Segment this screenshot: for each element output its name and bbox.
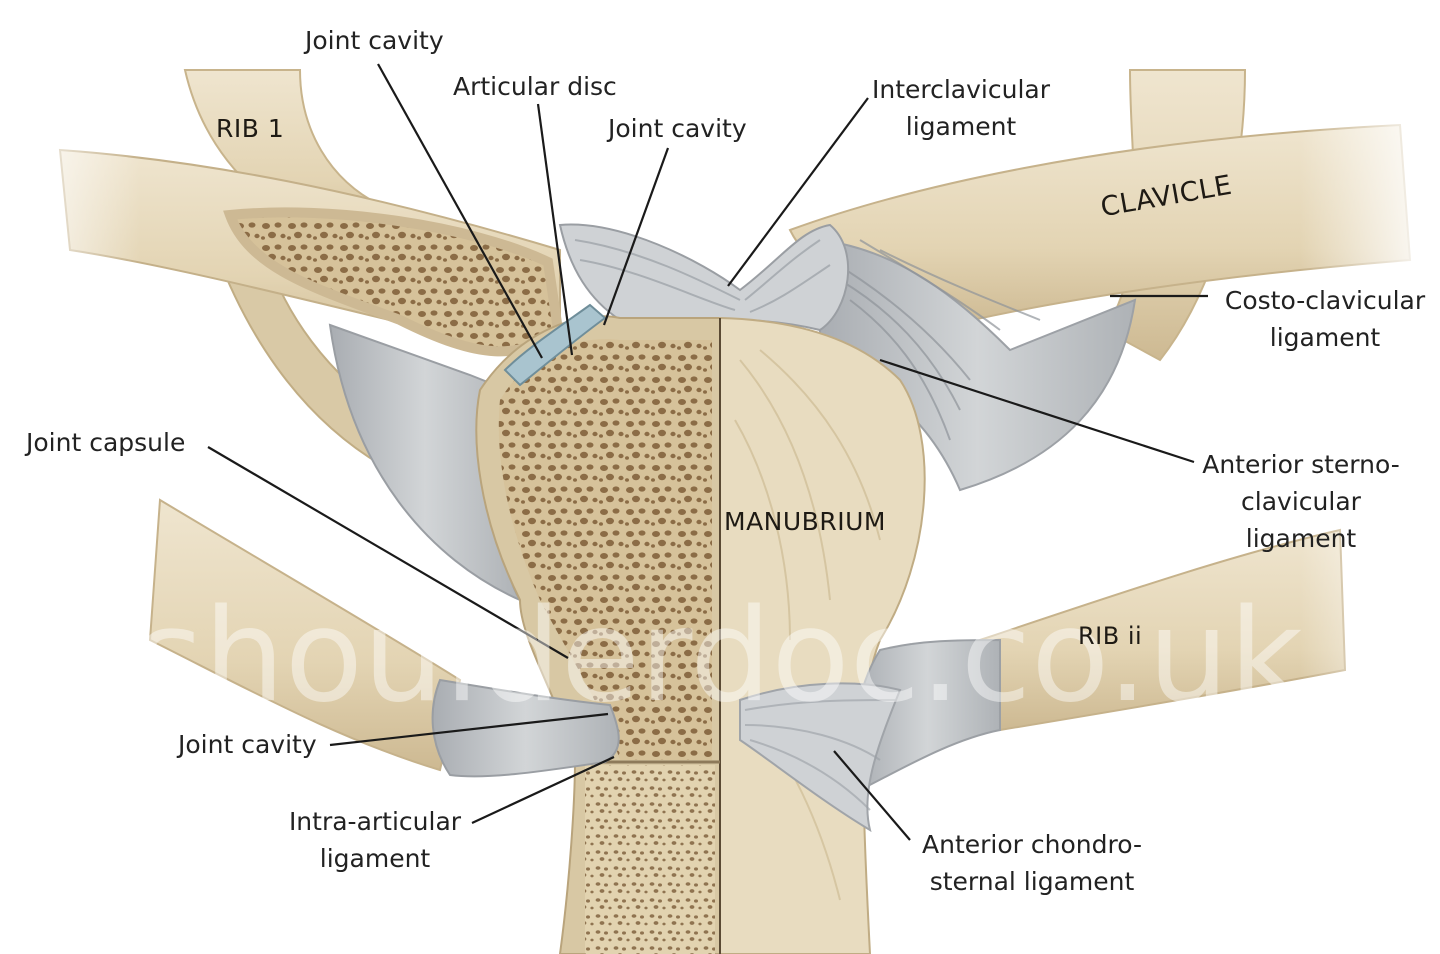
leader-anterior-sternoclavicular — [879, 358, 1195, 464]
anterior-sternoclavicular-ligament — [819, 238, 1137, 492]
sternal-body — [585, 760, 720, 954]
label-interclavicular-ligament: Interclavicular ligament — [865, 71, 1057, 145]
watermark: shoulderdoc.co.uk — [137, 582, 1303, 731]
label-intra-articular-line-2: ligament — [319, 844, 431, 873]
label-intra-articular-line-1: Intra-articular — [288, 807, 462, 836]
label-intra-articular-ligament: Intra-articular ligament — [282, 803, 468, 877]
label-interclavicular-line-2: ligament — [905, 112, 1017, 141]
leader-lines — [207, 63, 1208, 841]
leader-interclavicular-ligament — [727, 97, 869, 287]
label-costo-clavicular-line-1: Costo-clavicular — [1224, 286, 1426, 315]
label-joint-capsule: Joint capsule — [26, 428, 186, 457]
articular-disc — [503, 303, 607, 387]
label-articular-disc: Articular disc — [453, 72, 617, 101]
label-joint-cavity-mid: Joint cavity — [608, 114, 747, 143]
ligament-fibers-top — [574, 239, 831, 313]
label-joint-cavity-low: Joint cavity — [178, 730, 317, 759]
label-joint-cavity-top: Joint cavity — [305, 26, 444, 55]
label-chondro-line-1: Anterior chondro- — [922, 830, 1142, 859]
rib-2-right — [854, 528, 1347, 792]
label-chondro-line-2: sternal ligament — [929, 867, 1135, 896]
leader-intra-articular — [471, 756, 615, 824]
label-interclavicular-line-1: Interclavicular — [871, 75, 1050, 104]
label-anterior-chondrosternal-ligament: Anterior chondro- sternal ligament — [910, 826, 1154, 900]
label-rib-2: RIB ii — [1078, 622, 1143, 650]
leader-anterior-chondrosternal — [833, 750, 911, 841]
ligament-fibers-right — [829, 239, 1041, 441]
label-costo-clavicular-line-2: ligament — [1269, 323, 1381, 352]
leader-joint-capsule — [207, 446, 569, 659]
label-rib-1: RIB 1 — [216, 114, 285, 143]
interclavicular-ligament — [558, 223, 850, 332]
rib-2-left — [148, 498, 620, 778]
label-anterior-sterno-line-2: clavicular — [1241, 487, 1361, 516]
label-anterior-sternoclavicular-ligament: Anterior sterno- clavicular ligament — [1196, 446, 1406, 557]
anterior-chondrosternal-ligament — [739, 682, 902, 833]
leader-joint-cavity-top — [377, 63, 543, 359]
leader-articular-disc — [536, 103, 574, 356]
label-anterior-sterno-line-3: ligament — [1245, 524, 1357, 553]
leader-joint-cavity-mid — [602, 147, 670, 326]
label-manubrium: MANUBRIUM — [724, 507, 886, 536]
label-costo-clavicular-ligament: Costo-clavicular ligament — [1214, 282, 1436, 356]
leader-joint-cavity-low — [329, 712, 609, 747]
label-anterior-sterno-line-1: Anterior sterno- — [1202, 450, 1400, 479]
